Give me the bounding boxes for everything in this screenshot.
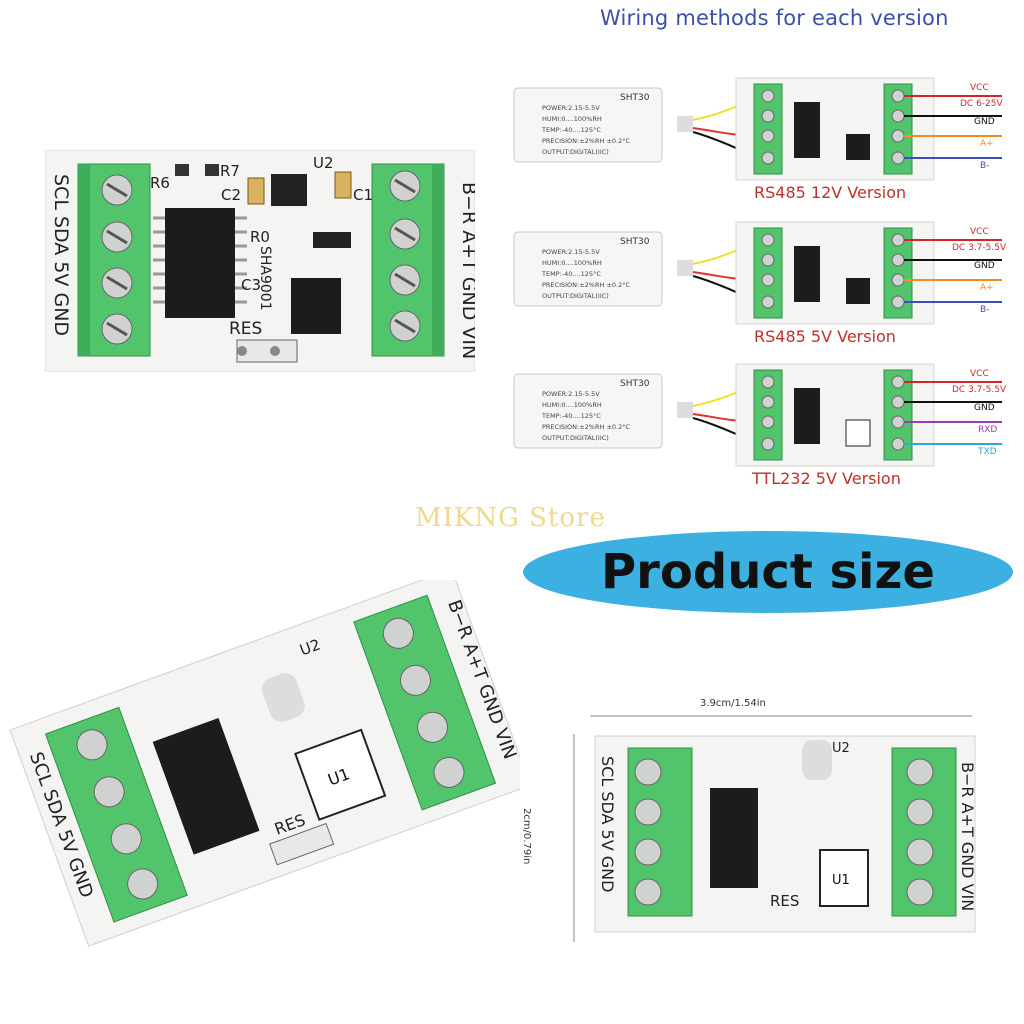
label-c2: C2 bbox=[221, 186, 241, 204]
version-row-2: SHT30 POWER:2.15-5.5V HUMI:0....100%RH T… bbox=[513, 221, 1007, 346]
sensor-spec: PRECISION:±2%RH ±0.2°C bbox=[542, 281, 630, 289]
sensor-spec: OUTPUT:DIGITAL(IIC) bbox=[542, 292, 609, 300]
sensor-spec: PRECISION:±2%RH ±0.2°C bbox=[542, 423, 630, 431]
sensor-card bbox=[513, 373, 663, 449]
label-res: RES bbox=[770, 892, 799, 910]
sensor-spec: OUTPUT:DIGITAL(IIC) bbox=[542, 434, 609, 442]
label-u1: U1 bbox=[832, 873, 850, 888]
banner-ellipse bbox=[523, 531, 1013, 613]
wire-label-b: B- bbox=[980, 305, 989, 315]
width-dimension-label: 3.9cm/1.54in bbox=[700, 698, 766, 709]
sensor-name: SHT30 bbox=[620, 237, 650, 247]
power-label: DC 6-25V bbox=[960, 99, 1004, 109]
sensor-card bbox=[513, 87, 663, 163]
version-label: RS485 5V Version bbox=[754, 327, 896, 346]
wire-label-vcc: VCC bbox=[970, 227, 989, 237]
version-row-3: SHT30 POWER:2.15-5.5V HUMI:0....100%RH T… bbox=[513, 363, 1007, 488]
label-u2: U2 bbox=[832, 741, 850, 756]
wire-label-gnd: GND bbox=[974, 117, 995, 127]
sensor-spec: PRECISION:±2%RH ±0.2°C bbox=[542, 137, 630, 145]
sensor-spec: HUMI:0....100%RH bbox=[542, 259, 602, 267]
wire-label-gnd: GND bbox=[974, 261, 995, 271]
version-label: RS485 12V Version bbox=[754, 183, 906, 202]
sensor-spec: TEMP:-40....125°C bbox=[541, 270, 601, 278]
label-r0: R0 bbox=[250, 228, 270, 246]
label-sha9001: SHA9001 bbox=[257, 246, 273, 311]
wire-label-b: B- bbox=[980, 161, 989, 171]
sensor-spec: OUTPUT:DIGITAL(IIC) bbox=[542, 148, 609, 156]
height-dimension-label: 2cm/0.79in bbox=[521, 808, 532, 865]
board-large: R6 R7 C2 U2 C1 R0 C3 RES SHA9001 SCL SDA… bbox=[45, 150, 475, 372]
label-res: RES bbox=[229, 319, 262, 339]
store-watermark: MIKNG Store bbox=[415, 503, 606, 533]
sensor-spec: HUMI:0....100%RH bbox=[542, 115, 602, 123]
ic-chip-main bbox=[165, 208, 235, 318]
wire-label-rxd: RXD bbox=[978, 425, 997, 435]
left-pin-labels: SCL SDA 5V GND bbox=[598, 756, 617, 892]
version-label: TTL232 5V Version bbox=[751, 469, 901, 488]
wire-label-txd: TXD bbox=[977, 447, 997, 457]
power-label: DC 3.7-5.5V bbox=[952, 243, 1007, 253]
sensor-spec: POWER:2.15-5.5V bbox=[542, 248, 600, 256]
label-r6: R6 bbox=[150, 174, 170, 192]
sensor-spec: TEMP:-40....125°C bbox=[541, 126, 601, 134]
sensor-spec: HUMI:0....100%RH bbox=[542, 401, 602, 409]
sensor-spec: POWER:2.15-5.5V bbox=[542, 390, 600, 398]
ic-chip-second bbox=[291, 278, 341, 334]
regulator-u2 bbox=[271, 174, 307, 206]
wire-label-gnd: GND bbox=[974, 403, 995, 413]
left-pin-labels: SCL SDA 5V GND bbox=[50, 174, 72, 336]
right-pin-labels: B−R A+T GND VIN bbox=[458, 182, 475, 359]
label-c3: C3 bbox=[241, 276, 261, 294]
board-dimensioned: U1 RES U2 SCL SDA 5V GND B−R A+T GND VIN bbox=[573, 715, 977, 942]
banner-text: Product size bbox=[601, 544, 935, 600]
power-label: DC 3.7-5.5V bbox=[952, 385, 1007, 395]
label-u2: U2 bbox=[297, 635, 322, 659]
sensor-card bbox=[513, 231, 663, 307]
version-row-1: SHT30 POWER:2.15-5.5V HUMI:0....100%RH T… bbox=[513, 77, 1004, 202]
left-terminal-block bbox=[77, 163, 151, 357]
label-u2: U2 bbox=[313, 154, 334, 172]
sensor-name: SHT30 bbox=[620, 379, 650, 389]
sensor-spec: POWER:2.15-5.5V bbox=[542, 104, 600, 112]
wire-label-a: A+ bbox=[980, 283, 994, 293]
wire-label-vcc: VCC bbox=[970, 83, 989, 93]
wire-label-vcc: VCC bbox=[970, 369, 989, 379]
sensor-name: SHT30 bbox=[620, 93, 650, 103]
board-tilted: U1 RES U2 SCL SDA 5V GND B−R A+T GND VIN bbox=[9, 580, 520, 947]
right-pin-labels: B−R A+T GND VIN bbox=[958, 762, 977, 911]
wire-label-a: A+ bbox=[980, 139, 994, 149]
right-terminal-block bbox=[371, 163, 445, 357]
label-c1: C1 bbox=[353, 186, 373, 204]
page-title: Wiring methods for each version bbox=[600, 6, 949, 30]
label-r7: R7 bbox=[220, 162, 240, 180]
sensor-spec: TEMP:-40....125°C bbox=[541, 412, 601, 420]
